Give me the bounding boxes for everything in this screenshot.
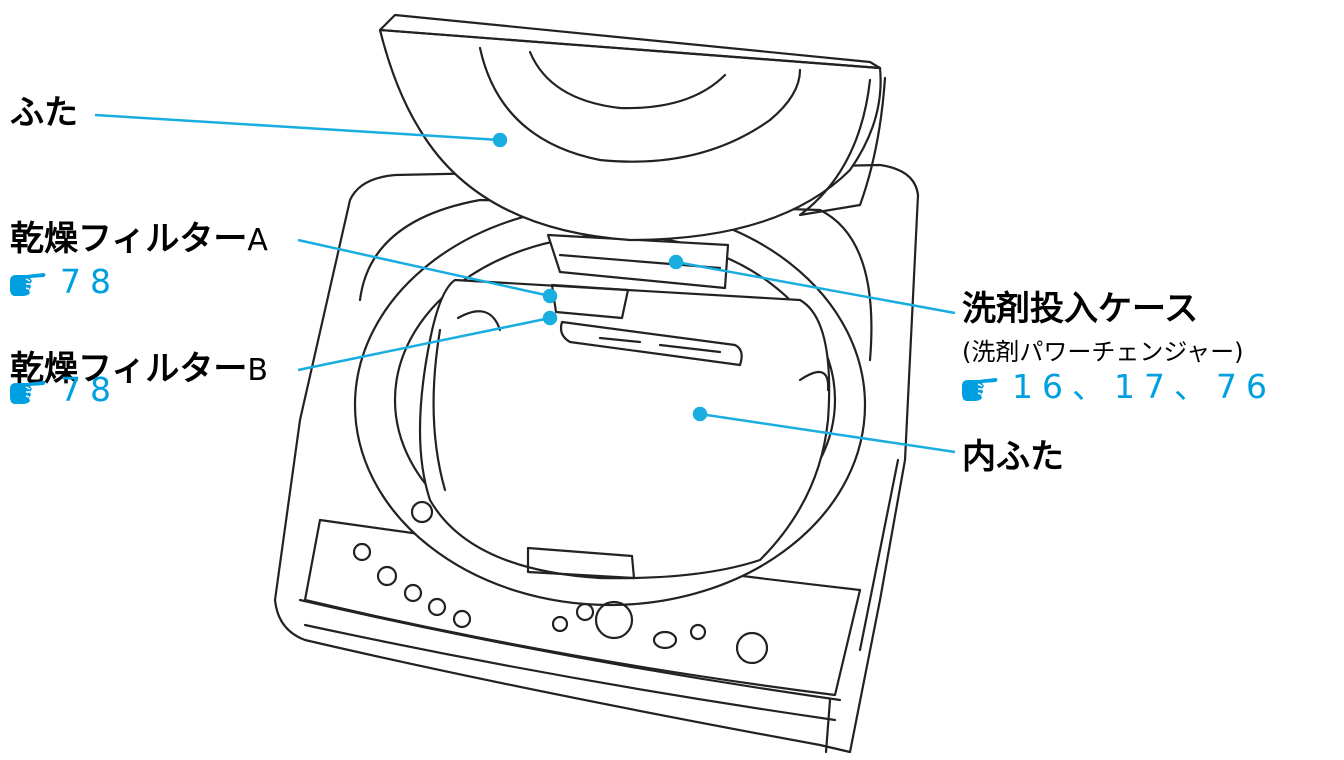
detergent-case-ref[interactable]: 16、17、76 (960, 370, 1276, 403)
filter-b-label: 乾燥フィルターB (10, 352, 268, 386)
filter-a-page-ref: 78 (60, 262, 120, 301)
leader-inner-lid (699, 412, 956, 454)
filter-b-text: 乾燥フィルター (10, 349, 248, 389)
inner-lid (418, 278, 831, 580)
leader-filter-a (297, 238, 551, 298)
filter-a-label: 乾燥フィルターA (10, 222, 268, 256)
leader-detergent (675, 260, 956, 315)
lid (378, 28, 882, 242)
filter-b-suffix: B (247, 353, 268, 388)
filter-b-page-ref: 78 (60, 370, 120, 409)
filter-a-text: 乾燥フィルター (10, 219, 248, 259)
pointing-hand-icon (10, 272, 46, 296)
leader-filter-b (297, 316, 551, 372)
detergent-case-page-ref: 16、17、76 (1012, 367, 1276, 406)
detergent-case-label: 洗剤投入ケース (962, 289, 1199, 329)
detergent-case-sublabel: (洗剤パワーチェンジャー) (962, 338, 1244, 366)
filter-b-ref[interactable]: 78 (8, 373, 120, 406)
filter-a-suffix: A (247, 223, 268, 258)
leader-lid (94, 113, 501, 142)
pointing-hand-icon (962, 377, 998, 401)
pointing-hand-icon (10, 380, 46, 404)
lid-label: ふた (10, 93, 78, 133)
inner-lid-label: 内ふた (962, 437, 1064, 477)
filter-a-ref[interactable]: 78 (8, 265, 120, 298)
